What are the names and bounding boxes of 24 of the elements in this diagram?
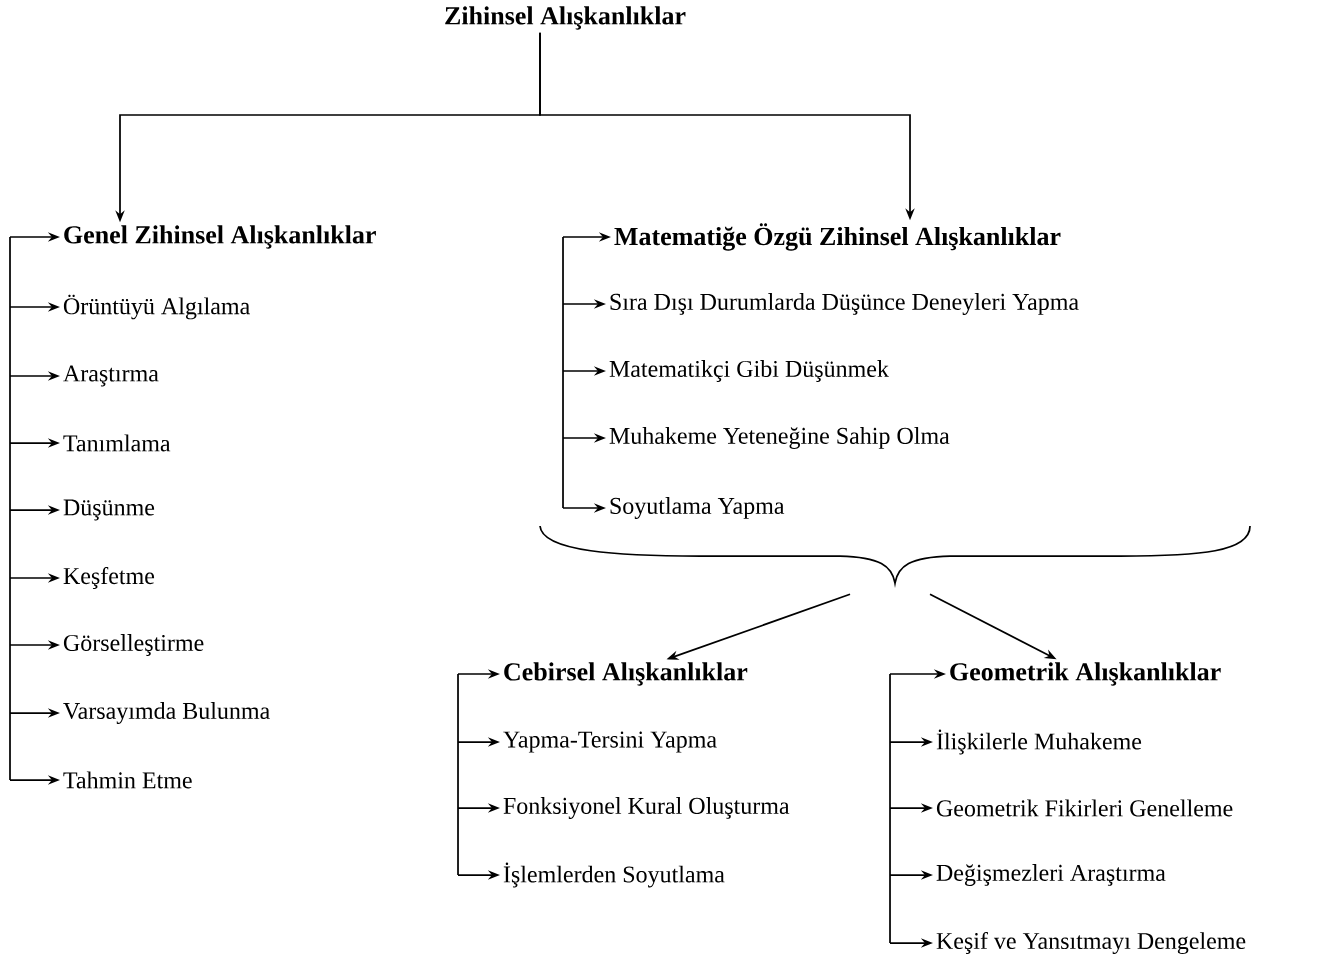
list-item-text: Keşfetme xyxy=(63,567,155,589)
list-item-text: Sıra Dışı Durumlarda Düşünce Deneyleri Yapma xyxy=(610,293,1079,315)
list-item-text: Geometrik Fikirleri Genelleme xyxy=(936,799,1233,817)
list-item-text: Tahmin Etme xyxy=(63,771,192,789)
list-item-text: Varsayımda Bulunma xyxy=(63,702,270,724)
list-item-text: İlişkilerle Muhakeme xyxy=(936,729,1142,755)
list-item-text: Değişmezleri Araştırma xyxy=(936,864,1166,886)
list-item-text: Görselleştirme xyxy=(63,634,204,656)
list-item-text: İşlemlerden Soyutlama xyxy=(503,862,725,888)
heading-text: Matematiğe Özgü Zihinsel Alışkanlıklar xyxy=(614,223,1061,251)
heading-text: Geometrik Alışkanlıklar xyxy=(950,662,1221,686)
list-item-text: Matematikçi Gibi Düşünmek xyxy=(609,360,889,382)
list-item-text: Keşif ve Yansıtmayı Dengeleme xyxy=(936,932,1246,955)
list-item-text: Muhakeme Yeteneğine Sahip Olma xyxy=(609,427,950,449)
list-item-text: Soyutlama Yapma xyxy=(610,497,785,519)
list-item-text: Yapma-Tersini Yapma xyxy=(503,731,717,753)
heading-text: Genel Zihinsel Alışkanlıklar xyxy=(64,225,376,249)
list-item-text: Tanımlama xyxy=(63,434,171,452)
heading-text: Cebirsel Alışkanlıklar xyxy=(504,662,748,686)
list-item-text: Düşünme xyxy=(63,499,155,521)
heading-text: Zihinsel Alışkanlıklar xyxy=(445,6,686,30)
list-item-text: Araştırma xyxy=(63,365,159,387)
list-item-text: Örüntüyü Algılama xyxy=(63,294,250,320)
list-item-text: Fonksiyonel Kural Oluşturma xyxy=(503,797,790,819)
